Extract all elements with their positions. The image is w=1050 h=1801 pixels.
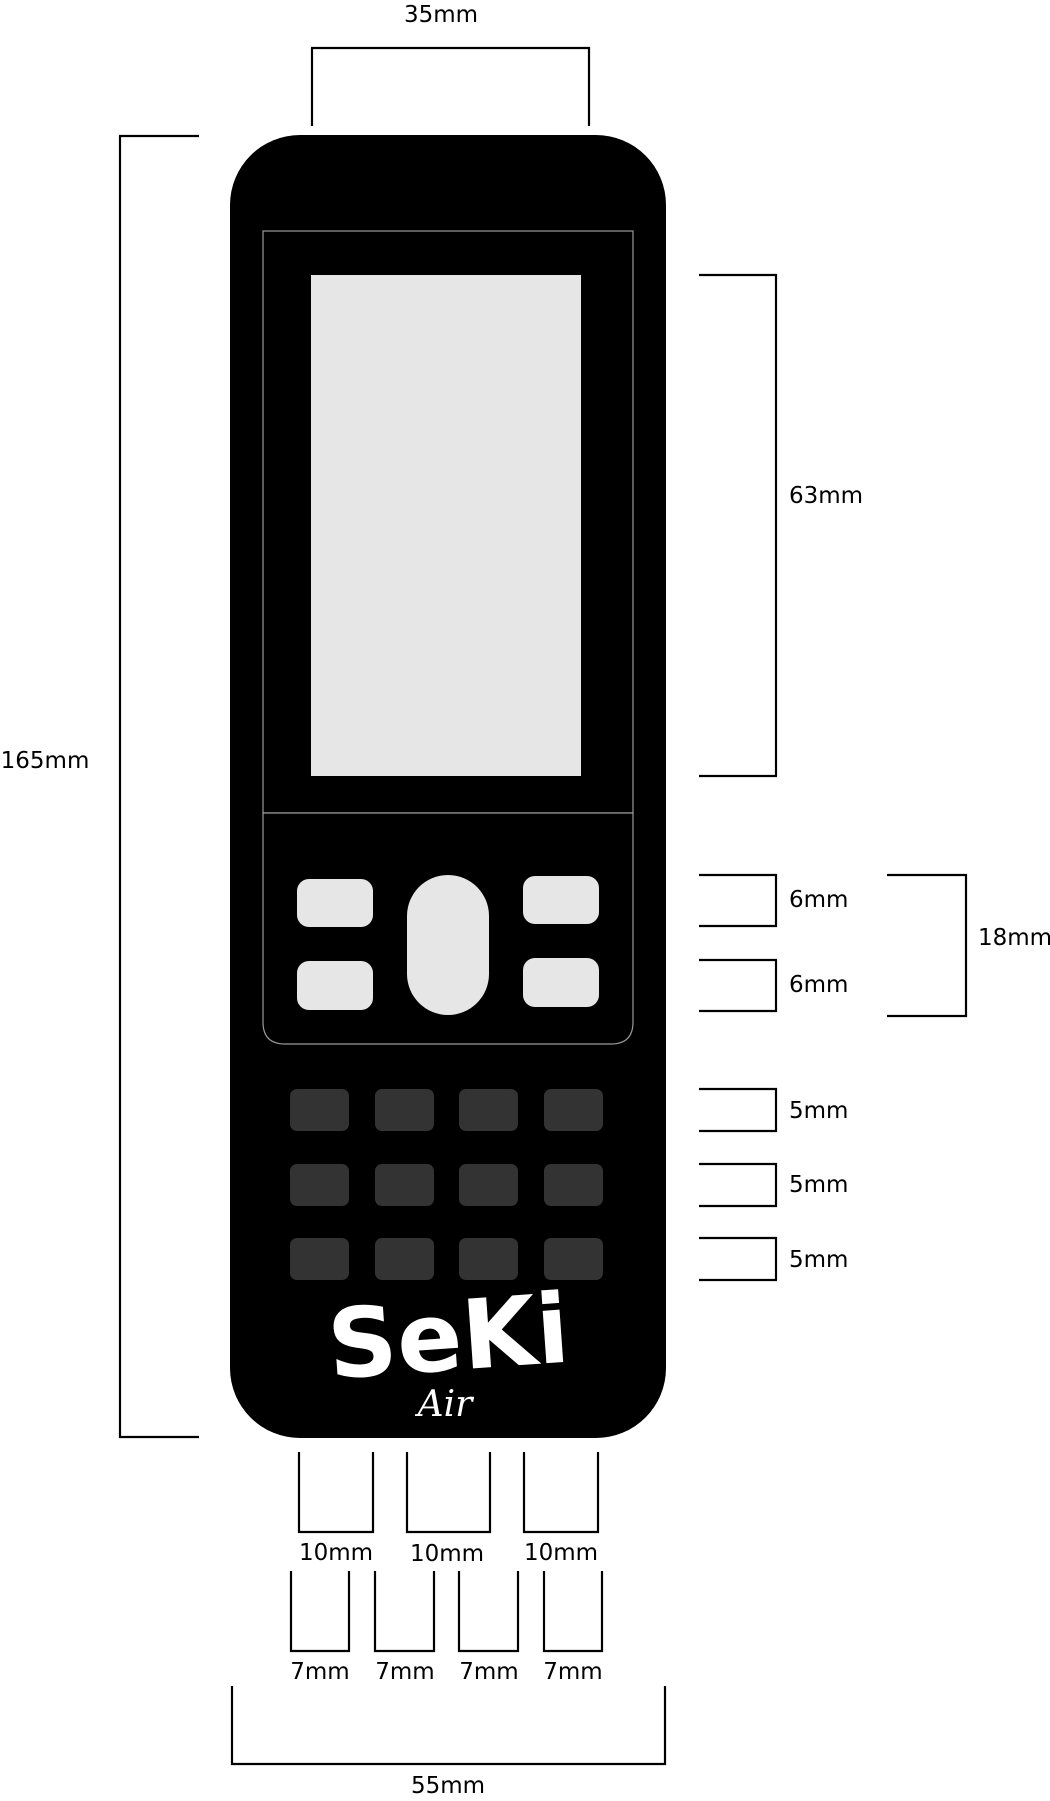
soft-key-bottom-right <box>523 958 599 1007</box>
svg-text:7mm: 7mm <box>459 1659 518 1685</box>
key <box>290 1164 349 1206</box>
soft-key-top-left <box>297 879 373 927</box>
dimension-button-width-3: 10mm <box>522 1452 600 1566</box>
dimension-screen-height: 63mm <box>699 273 863 778</box>
svg-text:6mm: 6mm <box>789 887 848 913</box>
dimension-key-width-1: 7mm <box>289 1571 351 1685</box>
key <box>290 1089 349 1131</box>
screen <box>311 275 581 776</box>
svg-text:55mm: 55mm <box>411 1773 485 1799</box>
svg-text:10mm: 10mm <box>299 1540 373 1566</box>
dimension-button-row-2: 6mm <box>699 958 848 1013</box>
dimension-button-group: 18mm <box>887 873 1050 1018</box>
key <box>544 1089 603 1131</box>
svg-text:5mm: 5mm <box>789 1172 848 1198</box>
key <box>544 1238 603 1280</box>
key <box>375 1164 434 1206</box>
key <box>459 1238 518 1280</box>
svg-text:10mm: 10mm <box>524 1540 598 1566</box>
dimension-key-width-2: 7mm <box>373 1571 436 1685</box>
navigation-pad <box>407 875 489 1015</box>
soft-key-top-right <box>523 876 599 924</box>
dimension-overall-width: 55mm <box>230 1686 667 1799</box>
dimension-key-row-2: 5mm <box>699 1162 848 1208</box>
dimension-key-width-3: 7mm <box>457 1571 520 1685</box>
soft-key-bottom-left <box>297 961 373 1010</box>
svg-text:7mm: 7mm <box>290 1659 349 1685</box>
svg-text:10mm: 10mm <box>410 1541 484 1567</box>
svg-text:7mm: 7mm <box>375 1659 434 1685</box>
dimension-key-width-4: 7mm <box>542 1571 604 1685</box>
key <box>544 1164 603 1206</box>
key <box>459 1164 518 1206</box>
dimension-button-width-1: 10mm <box>297 1452 375 1566</box>
dimension-overall-height: 165mm <box>1 134 199 1439</box>
key <box>459 1089 518 1131</box>
key <box>290 1238 349 1280</box>
svg-text:63mm: 63mm <box>789 483 863 509</box>
svg-text:5mm: 5mm <box>789 1098 848 1124</box>
svg-text:5mm: 5mm <box>789 1247 848 1273</box>
dimension-key-row-1: 5mm <box>699 1087 848 1133</box>
key <box>375 1089 434 1131</box>
keypad <box>290 1089 603 1280</box>
svg-text:165mm: 165mm <box>1 748 90 774</box>
svg-text:35mm: 35mm <box>404 2 478 28</box>
svg-text:7mm: 7mm <box>543 1659 602 1685</box>
dimension-button-row-1: 6mm <box>699 873 848 928</box>
key <box>375 1238 434 1280</box>
dimension-key-row-3: 5mm <box>699 1236 848 1282</box>
brand-logo: SeKi <box>324 1273 573 1402</box>
dimension-button-width-2: 10mm <box>405 1452 492 1567</box>
dimension-top-width: 35mm <box>310 2 591 126</box>
svg-text:18mm: 18mm <box>978 925 1050 951</box>
svg-text:6mm: 6mm <box>789 972 848 998</box>
brand-model: Air <box>415 1384 475 1425</box>
